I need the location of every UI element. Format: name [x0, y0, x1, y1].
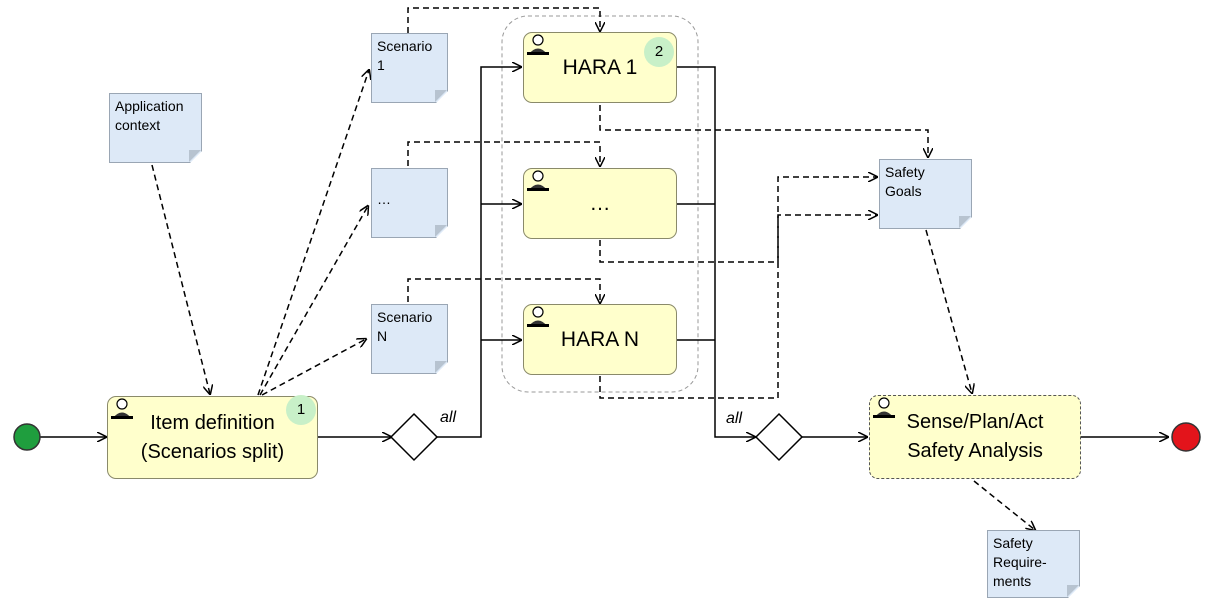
- task-hara-n[interactable]: HARA N: [523, 304, 677, 375]
- data-associations: [151, 7, 1035, 530]
- user-task-icon: [527, 34, 549, 55]
- task-label: HARA N: [560, 328, 640, 351]
- doc-scenario-dots[interactable]: …: [371, 168, 448, 238]
- task-sense-plan-act[interactable]: Sense/Plan/Act Safety Analysis: [869, 395, 1081, 479]
- doc-label: Safety Require- ments: [993, 535, 1047, 589]
- task-label: HARA 1: [562, 56, 638, 79]
- task-hara-dots[interactable]: …: [523, 168, 677, 239]
- parallel-gateway-join[interactable]: [754, 412, 804, 462]
- user-task-icon: [527, 306, 549, 327]
- step-badge-1: 1: [286, 395, 316, 425]
- start-event-icon[interactable]: [13, 423, 41, 451]
- end-event-icon[interactable]: [1171, 422, 1201, 452]
- doc-label: Scenario 1: [377, 38, 433, 73]
- task-label: Item definition (Scenarios split): [140, 411, 285, 463]
- doc-application-context[interactable]: Application context: [109, 93, 202, 163]
- join-gateway-label: all: [726, 410, 743, 427]
- user-task-icon: [873, 397, 895, 418]
- doc-safety-goals[interactable]: Safety Goals: [879, 159, 972, 229]
- task-label: Sense/Plan/Act Safety Analysis: [906, 411, 1044, 462]
- parallel-gateway-split[interactable]: [389, 412, 439, 462]
- doc-scenario-1[interactable]: Scenario 1: [371, 33, 448, 103]
- split-gateway-label: all: [440, 409, 457, 426]
- doc-label: Scenario N: [377, 309, 433, 344]
- sequence-flows: [40, 67, 1168, 437]
- doc-label: …: [377, 191, 391, 207]
- doc-label: Application context: [115, 98, 184, 133]
- doc-safety-requirements[interactable]: Safety Require- ments: [987, 530, 1080, 598]
- user-task-icon: [111, 398, 133, 419]
- doc-label: Safety Goals: [885, 164, 925, 199]
- user-task-icon: [527, 170, 549, 191]
- task-label: …: [589, 192, 611, 215]
- step-badge-2: 2: [644, 37, 674, 67]
- doc-scenario-n[interactable]: Scenario N: [371, 304, 448, 374]
- task-item-definition[interactable]: Item definition (Scenarios split): [107, 396, 318, 479]
